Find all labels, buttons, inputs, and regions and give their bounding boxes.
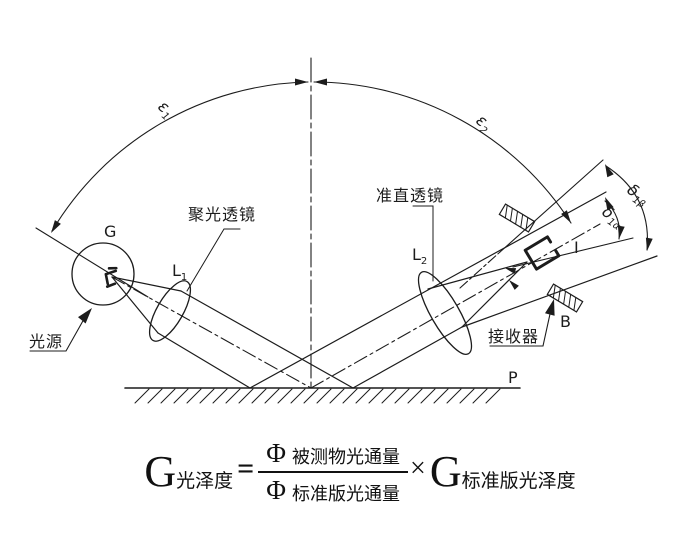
sample-surface (124, 387, 521, 404)
epsilon2-arc (313, 81, 572, 224)
baffle-lower (546, 283, 584, 313)
surface-hatching (134, 388, 501, 404)
axis-extension-line (35, 227, 149, 298)
incident-beam (111, 276, 354, 389)
gloss-formula: G 光泽度 = Φ 被测物光通量 Φ 标准版光通量 × G 标准版光泽度 (90, 426, 630, 518)
reflected-axis (310, 223, 601, 389)
equals-sign: = (237, 452, 255, 485)
label-epsilon2: ε2 (471, 111, 497, 138)
label-L1: L1 (172, 261, 187, 283)
label-I: I (574, 238, 579, 257)
incident-axis (111, 276, 312, 389)
field-stop-slit (523, 235, 561, 271)
delta-arrowheads (605, 164, 653, 251)
condenser-leader (186, 228, 241, 292)
condenser-lens (148, 280, 192, 342)
receiver-arrow (545, 299, 555, 316)
label-G: G (104, 222, 116, 241)
baffle-upper (498, 203, 536, 233)
formula-lhs-subscript: 光泽度 (176, 471, 234, 492)
formula-fraction: Φ 被测物光通量 Φ 标准版光通量 (258, 438, 409, 504)
source-leader (29, 318, 85, 352)
fraction-denominator: Φ 标准版光通量 (258, 473, 408, 504)
collimator-lens (417, 271, 473, 355)
numerator-symbol: Φ (266, 438, 287, 468)
light-source (71, 242, 135, 306)
label-collimator-lens: 准直透镜 (376, 186, 444, 205)
formula-rhs-symbol: G (429, 447, 462, 496)
label-receiver: 接收器 (488, 327, 539, 346)
times-sign: × (410, 453, 426, 484)
source-arrow (78, 308, 92, 324)
formula-lhs: G 光泽度 (144, 450, 233, 494)
formula-rhs-subscript: 标准版光泽度 (461, 471, 576, 492)
label-L2: L2 (412, 245, 427, 267)
label-P: P (508, 368, 518, 387)
dimension-arrowheads (51, 78, 571, 233)
label-epsilon1: ε1 (153, 97, 179, 124)
epsilon1-arc (51, 81, 309, 232)
label-delta-1beta: δ1β (622, 180, 654, 211)
collimator-leader (412, 205, 434, 282)
formula-lhs-symbol: G (144, 447, 177, 496)
label-light-source: 光源 (29, 332, 63, 351)
numerator-subscript: 被测物光通量 (292, 447, 401, 467)
denominator-symbol: Φ (266, 475, 287, 505)
receiver-leader (489, 313, 551, 347)
label-condenser-lens: 聚光透镜 (188, 205, 256, 224)
denominator-subscript: 标准版光通量 (292, 484, 401, 504)
formula-rhs: G 标准版光泽度 (430, 450, 576, 494)
label-B: B (560, 312, 571, 331)
converging-ray-arrowheads (505, 268, 519, 290)
fraction-numerator: Φ 被测物光通量 (258, 438, 409, 473)
filament (104, 266, 118, 288)
